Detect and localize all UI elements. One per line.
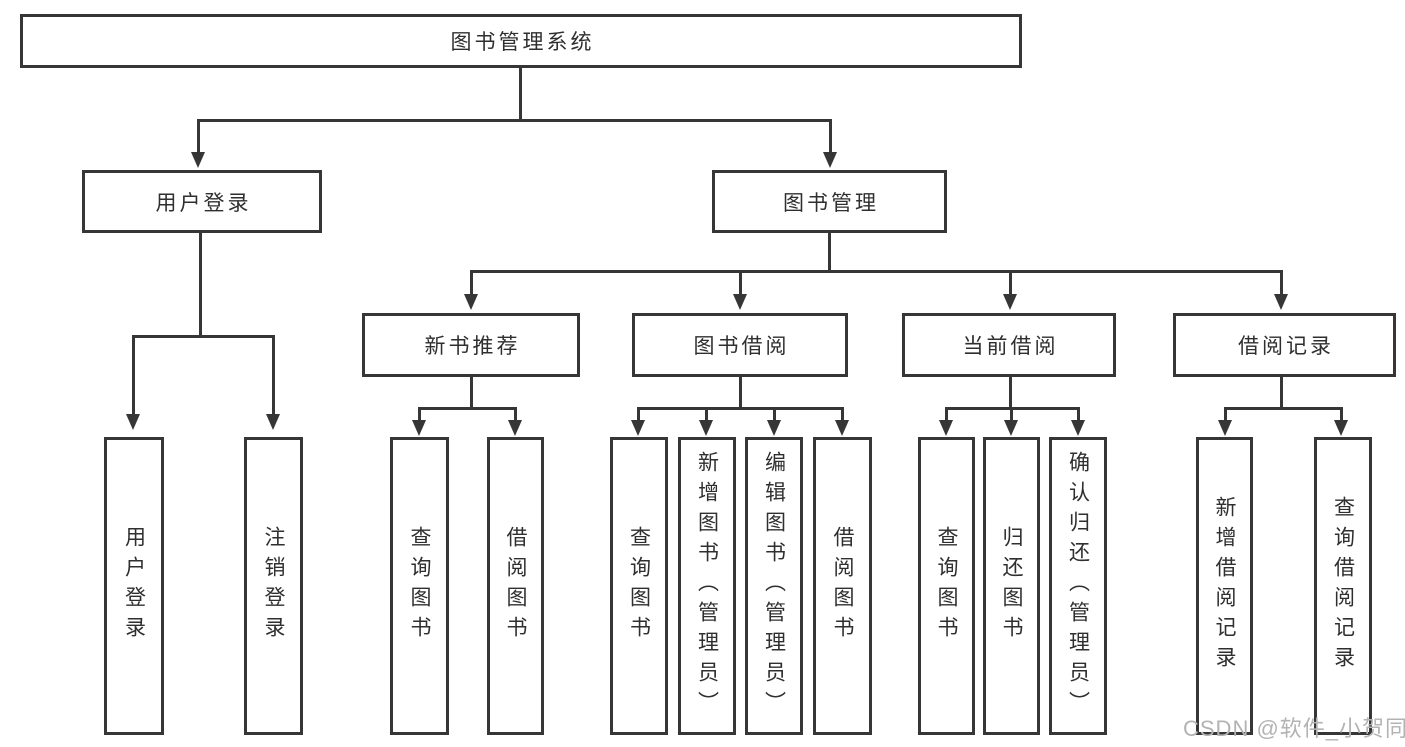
leaf-cb-query-books: 查询图书: [918, 437, 975, 735]
arrowhead-down-icon: [1071, 420, 1085, 436]
arrowhead-down-icon: [823, 152, 837, 168]
connector-line: [418, 407, 517, 410]
leaf-nbr-query-books: 查询图书: [390, 437, 449, 735]
connector-line: [1280, 377, 1283, 409]
connector-line: [705, 407, 708, 422]
arrowhead-down-icon: [1004, 420, 1018, 436]
node-book-management: 图书管理: [712, 170, 947, 233]
connector-line: [739, 377, 742, 409]
arrowhead-down-icon: [767, 420, 781, 436]
arrowhead-down-icon: [464, 294, 478, 310]
leaf-bb-query-books: 查询图书: [610, 437, 668, 735]
connector-line: [272, 335, 275, 416]
connector-line: [739, 270, 742, 296]
arrowhead-down-icon: [1274, 294, 1288, 310]
csdn-watermark: CSDN @软件_小贺同学: [1183, 716, 1405, 741]
arrowhead-down-icon: [266, 414, 280, 430]
leaf-cb-return-books: 归还图书: [983, 437, 1040, 735]
node-current-borrowing: 当前借阅: [902, 313, 1116, 377]
arrowhead-down-icon: [412, 420, 426, 436]
node-borrowing-records: 借阅记录: [1173, 313, 1396, 377]
connector-line: [470, 270, 1282, 273]
arrowhead-down-icon: [1003, 294, 1017, 310]
connector-line: [418, 407, 421, 422]
connector-line: [470, 377, 473, 409]
arrowhead-down-icon: [631, 420, 645, 436]
leaf-nbr-borrow-books: 借阅图书: [487, 437, 544, 735]
node-root: 图书管理系统: [20, 14, 1022, 68]
connector-line: [773, 407, 776, 422]
connector-line: [132, 335, 135, 416]
node-new-book-recommend: 新书推荐: [362, 313, 580, 377]
connector-line: [829, 119, 832, 154]
leaf-br-query-record: 查询借阅记录: [1314, 437, 1372, 735]
connector-line: [1224, 407, 1227, 422]
connector-line: [198, 119, 832, 122]
arrowhead-down-icon: [126, 414, 140, 430]
connector-line: [514, 407, 517, 422]
connector-line: [1280, 270, 1283, 296]
connector-line: [519, 68, 522, 120]
connector-line: [197, 119, 200, 154]
connector-line: [1009, 377, 1012, 409]
connector-line: [132, 335, 275, 338]
connector-line: [1224, 407, 1343, 410]
leaf-cb-confirm-return-admin: 确认归还（管理员）: [1049, 437, 1107, 735]
connector-line: [828, 233, 831, 272]
leaf-br-add-record: 新增借阅记录: [1196, 437, 1253, 735]
connector-line: [199, 233, 202, 336]
node-book-borrowing: 图书借阅: [632, 313, 848, 377]
connector-line: [841, 407, 844, 422]
connector-line: [637, 407, 843, 410]
connector-line: [637, 407, 640, 422]
leaf-user-login: 用户登录: [104, 437, 164, 735]
leaf-bb-borrow-books: 借阅图书: [813, 437, 872, 735]
arrowhead-down-icon: [939, 420, 953, 436]
arrowhead-down-icon: [1334, 420, 1348, 436]
connector-line: [1077, 407, 1080, 422]
node-user-login: 用户登录: [82, 170, 322, 233]
connector-line: [1010, 407, 1013, 422]
arrowhead-down-icon: [699, 420, 713, 436]
arrowhead-down-icon: [835, 420, 849, 436]
arrowhead-down-icon: [1218, 420, 1232, 436]
connector-line: [1340, 407, 1343, 422]
arrowhead-down-icon: [733, 294, 747, 310]
connector-line: [945, 407, 948, 422]
connector-line: [470, 270, 473, 296]
leaf-logout: 注销登录: [244, 437, 303, 735]
leaf-bb-edit-books-admin: 编辑图书（管理员）: [745, 437, 803, 735]
leaf-bb-add-books-admin: 新增图书（管理员）: [678, 437, 736, 735]
arrowhead-down-icon: [191, 152, 205, 168]
connector-line: [1009, 270, 1012, 296]
arrowhead-down-icon: [508, 420, 522, 436]
